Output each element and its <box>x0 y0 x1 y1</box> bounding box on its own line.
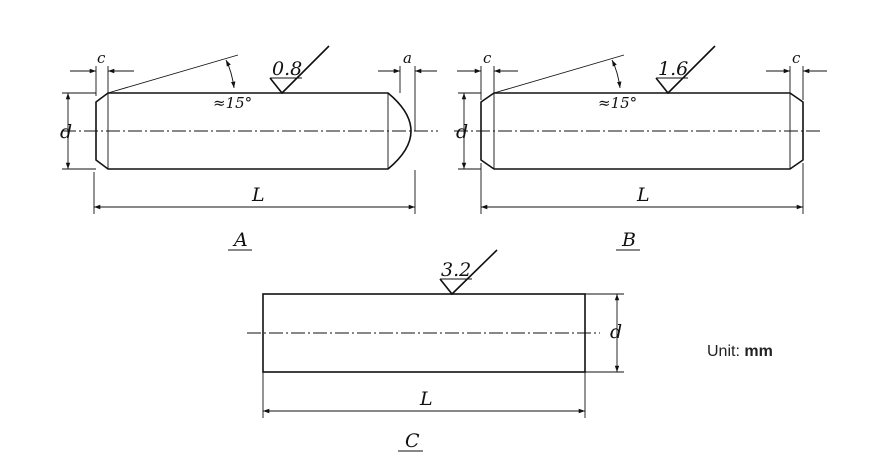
unit-label: Unit: <box>707 343 740 360</box>
view-c-roughness-symbol <box>439 249 498 296</box>
view-a-caption: A <box>232 229 248 251</box>
view-b-angle-label: ≈15° <box>598 94 637 112</box>
view-a-angle-leader <box>107 54 239 94</box>
view-c-caption: C <box>405 430 420 452</box>
view-a: d L c a ≈15° 0.8 A <box>60 45 438 251</box>
view-b-angle-leader <box>493 54 625 94</box>
view-b-c-right-label: c <box>792 49 801 67</box>
unit-value: mm <box>744 343 773 360</box>
view-c-roughness-value: 3.2 <box>441 259 471 281</box>
view-b: d L c c ≈15° 1.6 B <box>454 45 827 251</box>
view-b-roughness-value: 1.6 <box>658 58 688 80</box>
view-b-c-left-label: c <box>483 49 492 67</box>
view-c-d-label: d <box>610 321 622 343</box>
view-a-c-label: c <box>97 49 106 67</box>
view-c-L-label: L <box>419 388 433 410</box>
view-b-caption: B <box>621 229 636 251</box>
view-a-roughness-value: 0.8 <box>272 58 302 80</box>
view-b-L-label: L <box>636 184 650 206</box>
view-a-d-label: d <box>60 121 72 143</box>
view-b-d-label: d <box>456 121 468 143</box>
view-a-angle-arc <box>225 59 236 89</box>
view-a-outline <box>95 92 412 170</box>
view-c: d L 3.2 C <box>247 249 624 452</box>
view-b-angle-arc <box>611 59 622 89</box>
view-a-a-label: a <box>403 49 412 67</box>
view-b-roughness-symbol <box>655 45 716 95</box>
view-a-angle-label: ≈15° <box>213 94 252 112</box>
unit-note: Unit: mm <box>707 343 773 361</box>
view-a-L-label: L <box>251 184 265 206</box>
view-a-roughness-symbol <box>269 45 330 95</box>
